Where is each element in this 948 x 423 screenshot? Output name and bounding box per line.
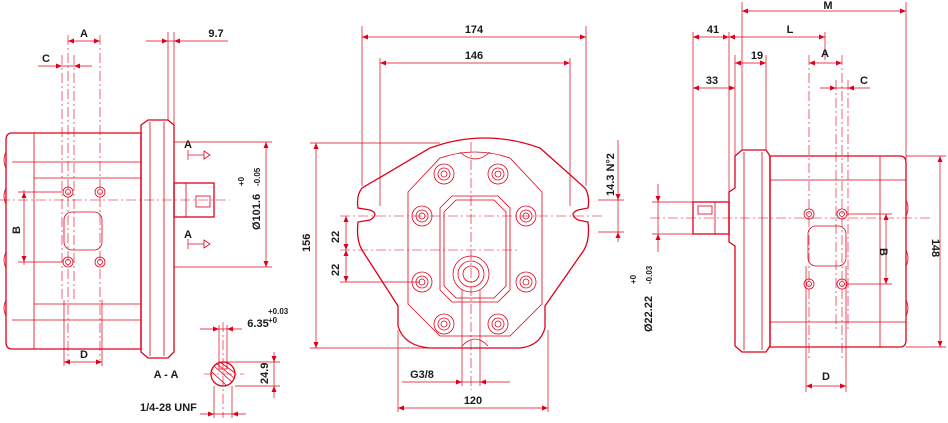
left-flange [140, 119, 175, 359]
pilot-diameter-label: Ø101.6 [251, 194, 263, 230]
right-dim-c: C [860, 75, 868, 87]
left-side-view: A C 9.7 A A Ø101.6 +0 -0.05 [0, 28, 272, 366]
front-port-offset: 14.3 N°2 [605, 153, 617, 196]
front-width-body: 120 [464, 395, 482, 407]
shaft-key-dim: 6.35 [247, 318, 268, 330]
front-width-bolts: 146 [465, 50, 483, 62]
pilot-tol-upper: +0 [237, 176, 246, 186]
front-height-total: 156 [301, 234, 313, 252]
left-dim-a: A [80, 28, 88, 40]
front-flange-outline [356, 137, 590, 349]
shaft-height-dim: 24.9 [259, 363, 271, 384]
right-dim-41: 41 [707, 24, 719, 36]
left-dim-d: D [80, 349, 88, 361]
front-view: 174 146 156 22 22 14.3 N°2 [301, 24, 624, 412]
front-offset-bottom: 22 [330, 264, 342, 276]
right-shaft-diameter: Ø22.22 [643, 296, 655, 332]
right-dim-b: B [877, 248, 889, 256]
thread-spec: 1/4-28 UNF [140, 402, 197, 414]
right-dim-m: M [823, 0, 832, 12]
right-dim-a: A [821, 48, 829, 60]
left-dim-9-7: 9.7 [208, 28, 223, 40]
right-shaft-tol-upper: +0 [629, 274, 638, 284]
right-side-view: M 41 L 19 A 33 C B 148 [629, 0, 946, 392]
right-dim-33: 33 [706, 75, 718, 87]
right-flange [728, 149, 771, 353]
right-dim-l: L [787, 24, 794, 36]
section-label: A - A [154, 369, 179, 381]
left-body-outline [5, 132, 142, 350]
right-body-outline [769, 155, 907, 348]
left-shaft [173, 182, 215, 218]
left-dim-c: C [42, 53, 50, 65]
front-width-total: 174 [465, 24, 484, 36]
front-offset-top: 22 [330, 231, 342, 243]
left-dim-b: B [11, 226, 23, 234]
pilot-tol-lower: -0.05 [253, 167, 262, 186]
section-a-a: A - A 6.35 +0.03 +0 24.9 1/4-28 UNF [140, 307, 289, 418]
section-arrow-a-top: A [184, 139, 192, 151]
right-dim-19: 19 [751, 50, 763, 62]
front-port-thread: G3/8 [410, 369, 434, 381]
shaft-tol-lower: +0 [268, 316, 278, 325]
front-body-inner [407, 151, 543, 337]
right-dim-148: 148 [929, 239, 941, 257]
section-arrow-a-bottom: A [184, 229, 192, 241]
front-bolts [411, 163, 537, 335]
shaft-tol-upper: +0.03 [268, 307, 289, 316]
right-shaft-tol-lower: -0.03 [645, 265, 654, 284]
right-dim-d: D [822, 371, 830, 383]
